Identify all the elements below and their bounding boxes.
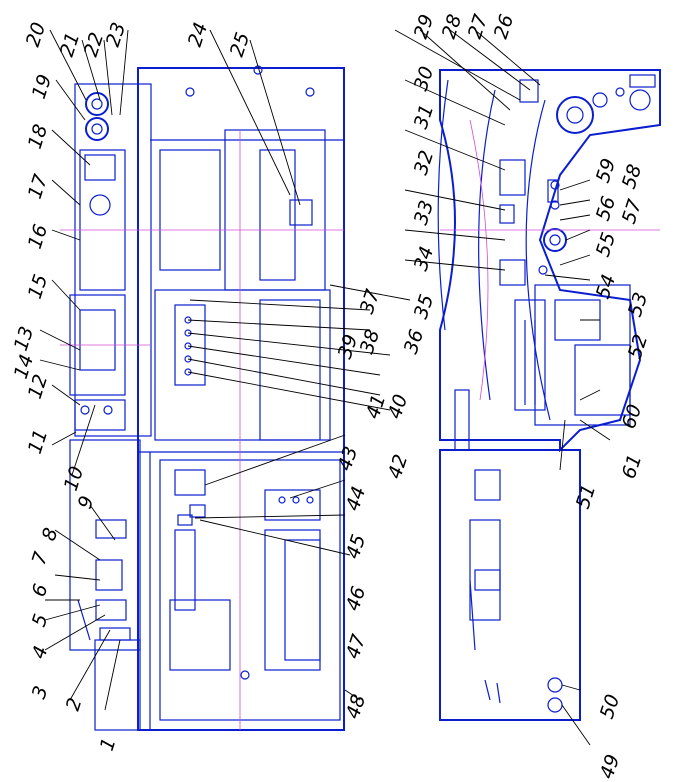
callout-label: 7 (28, 549, 53, 567)
callout-label: 51 (572, 482, 600, 512)
callout-label: 3 (28, 683, 53, 701)
callout-label: 30 (410, 64, 438, 94)
callout-labels: 1 2 3 4 5 6 7 8 9 10 11 12 13 14 15 16 1… (10, 12, 652, 782)
callout-label: 45 (342, 532, 370, 562)
callout-label: 34 (410, 244, 438, 274)
callout-label: 27 (464, 12, 492, 42)
callout-label: 41 (362, 392, 390, 422)
callout-label: 47 (342, 632, 370, 662)
callout-label: 42 (384, 452, 412, 482)
callout-label: 28 (438, 12, 466, 42)
callout-label: 32 (410, 148, 438, 178)
callout-label: 23 (102, 20, 130, 50)
callout-label: 5 (28, 611, 53, 629)
callout-label: 19 (28, 72, 56, 102)
callout-label: 9 (74, 493, 99, 511)
callout-label: 60 (618, 402, 646, 432)
callout-label: 61 (618, 452, 646, 482)
right-assembly (437, 69, 661, 721)
callout-label: 53 (624, 290, 652, 320)
callout-label: 25 (226, 30, 254, 60)
callout-label: 57 (618, 197, 646, 227)
callout-label: 31 (410, 102, 438, 132)
callout-label: 16 (24, 222, 52, 252)
callout-label: 52 (624, 332, 652, 362)
callout-label: 58 (618, 162, 646, 192)
callout-label: 49 (596, 752, 624, 782)
callout-label: 8 (38, 525, 63, 543)
callout-label: 39 (334, 332, 362, 362)
callout-label: 11 (24, 427, 52, 457)
callout-label: 29 (410, 12, 438, 42)
callout-label: 4 (28, 643, 53, 661)
left-assembly (60, 65, 345, 731)
callout-label: 13 (10, 324, 38, 354)
callout-label: 26 (490, 12, 518, 42)
callout-label: 48 (342, 692, 370, 722)
callout-label: 40 (384, 392, 412, 422)
leader-lines (39, 29, 611, 746)
callout-label: 17 (24, 172, 52, 202)
callout-label: 50 (596, 692, 624, 722)
callout-label: 24 (184, 20, 212, 50)
callout-label: 33 (410, 198, 438, 228)
callout-label: 37 (356, 287, 384, 317)
callout-label: 55 (592, 230, 620, 260)
callout-label: 44 (342, 484, 370, 514)
callout-label: 15 (24, 272, 52, 302)
callout-label: 10 (60, 464, 88, 494)
callout-label: 6 (28, 581, 53, 599)
callout-label: 43 (334, 444, 362, 474)
callout-label: 59 (592, 156, 620, 186)
callout-label: 21 (56, 30, 84, 60)
callout-label: 2 (62, 695, 87, 713)
callout-label: 35 (410, 292, 438, 322)
callout-label: 20 (22, 20, 50, 50)
callout-label: 56 (592, 194, 620, 224)
callout-label: 36 (400, 327, 428, 357)
callout-label: 18 (24, 122, 52, 152)
callout-label: 46 (342, 584, 370, 614)
callout-label: 1 (96, 735, 121, 753)
